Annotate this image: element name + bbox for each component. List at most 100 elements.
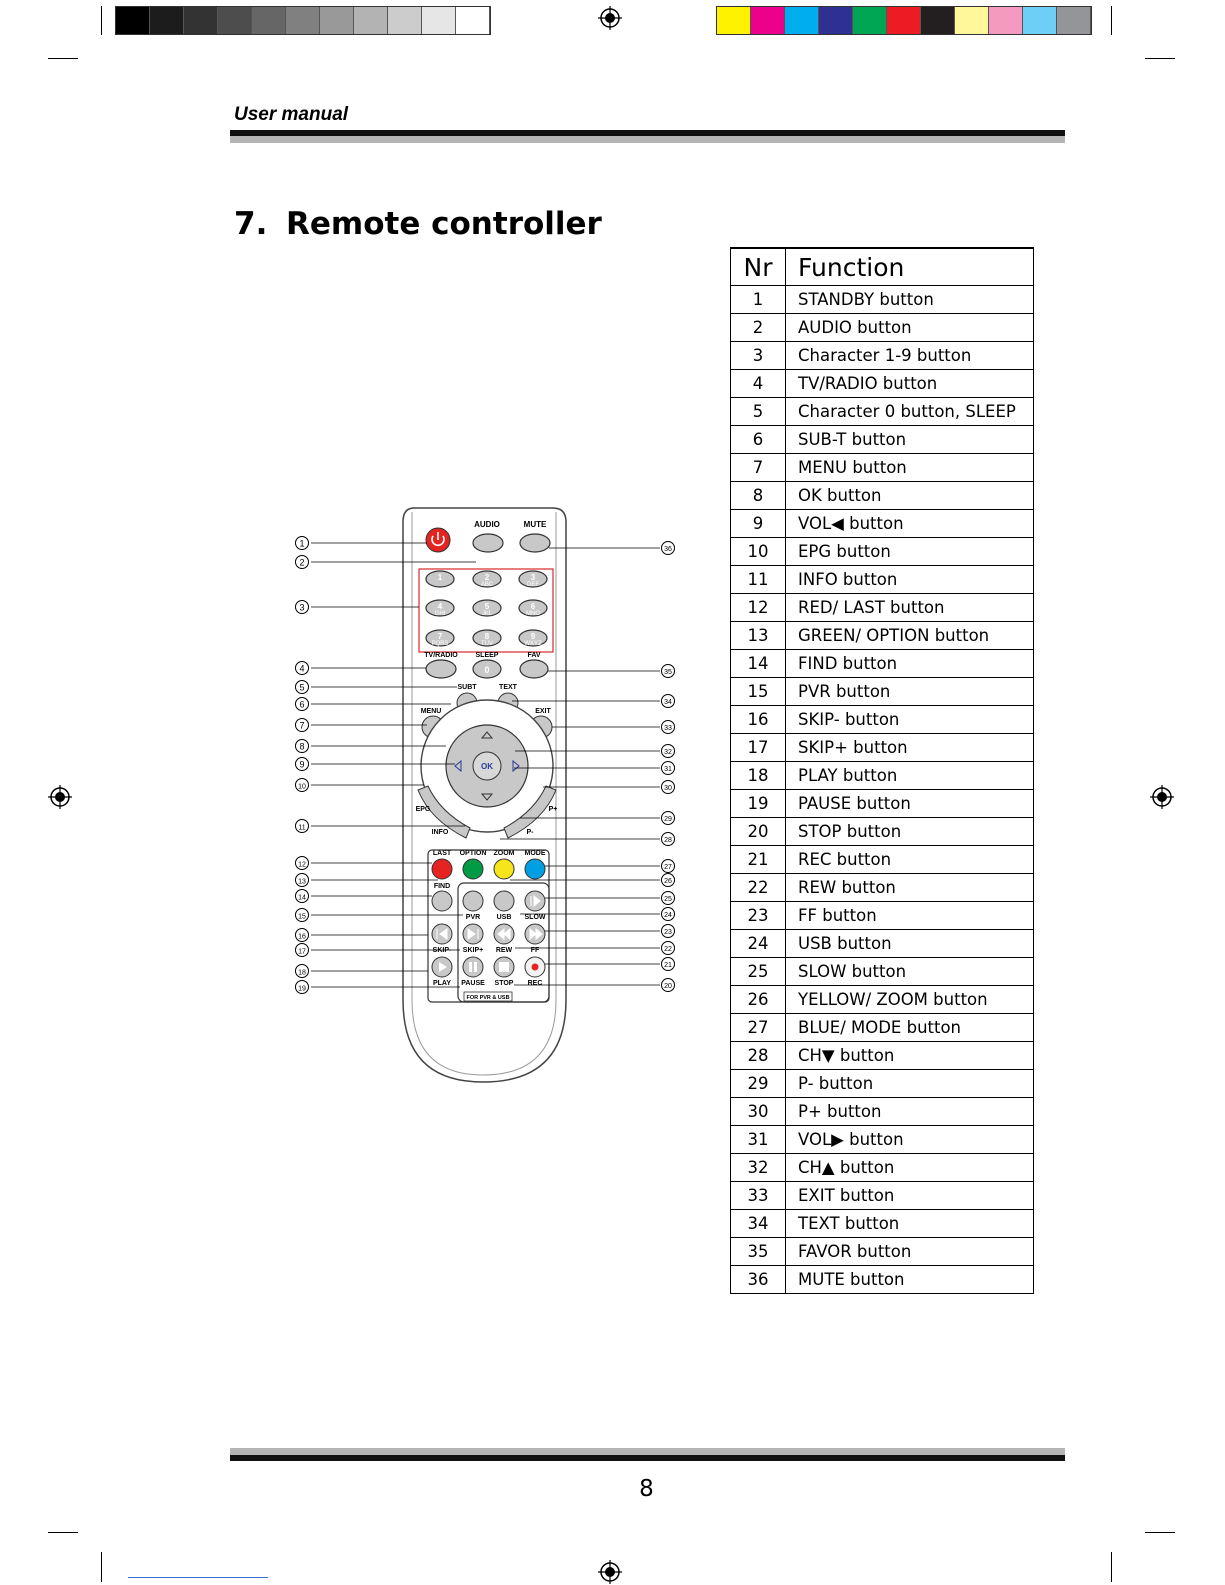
callout-number: 34 — [664, 699, 672, 706]
row-number: 22 — [730, 873, 786, 902]
row-number: 4 — [730, 369, 786, 398]
digit-button — [425, 629, 455, 647]
row-function: MUTE button — [785, 1265, 1034, 1294]
row-function: MENU button — [785, 453, 1034, 482]
fav-button — [519, 659, 549, 679]
row-function: YELLOW/ ZOOM button — [785, 985, 1034, 1014]
crop-mark — [1145, 58, 1175, 59]
row-function: VOL▶ button — [785, 1125, 1034, 1154]
rewind-icon — [497, 927, 511, 941]
callout-marker — [661, 873, 675, 887]
callout-marker — [295, 757, 309, 771]
p-plus-minus-rocker — [503, 785, 557, 839]
play-row-label: PLAY — [433, 980, 451, 987]
row-number: 15 — [730, 677, 786, 706]
row-function: TV/RADIO button — [785, 369, 1034, 398]
calibration-swatch — [456, 7, 490, 34]
callout-number: 16 — [298, 934, 306, 941]
digit-button — [518, 570, 548, 588]
digit-button — [518, 599, 548, 617]
remote-body-inner — [411, 512, 557, 1076]
callout-marker — [295, 661, 309, 675]
callout-marker — [661, 694, 675, 708]
calibration-swatch — [218, 7, 252, 34]
row-function: Character 1-9 button — [785, 341, 1034, 370]
crop-mark — [101, 6, 102, 35]
digit-label: 1 — [438, 573, 443, 582]
digit-sub-label: MNO — [526, 611, 540, 617]
footer-link-line — [128, 1577, 268, 1578]
callout-number: 26 — [664, 878, 672, 885]
callout-marker — [295, 943, 309, 957]
color-calibration-bar — [716, 6, 1092, 35]
usb-label: USB — [497, 914, 512, 921]
callout-marker — [661, 811, 675, 825]
ok-button — [472, 751, 502, 781]
find-label: FIND — [434, 883, 450, 890]
crop-mark — [1111, 6, 1112, 35]
crop-mark — [48, 58, 78, 59]
header-rule-shadow — [230, 136, 1065, 143]
callout-marker — [295, 928, 309, 942]
calibration-swatch — [955, 7, 989, 34]
callout-marker — [661, 957, 675, 971]
row-function: EPG button — [785, 537, 1034, 566]
play-row-label: PAUSE — [461, 980, 485, 987]
digit-sub-label: WXYZ — [524, 641, 542, 647]
calibration-swatch — [1057, 7, 1091, 34]
row-number: 13 — [730, 621, 786, 650]
registration-mark-icon — [48, 785, 72, 809]
callout-number: 13 — [298, 879, 306, 886]
callout-number: 19 — [298, 986, 306, 993]
pause-icon — [469, 962, 472, 972]
blue-mode-button — [524, 858, 546, 880]
zero-label: 0 — [484, 665, 489, 675]
slow-label: SLOW — [525, 914, 546, 921]
row-function: CH▲ button — [785, 1153, 1034, 1182]
find-button — [431, 890, 453, 912]
row-function: STANDBY button — [785, 285, 1034, 314]
callout-marker — [661, 924, 675, 938]
calibration-swatch — [921, 7, 955, 34]
option-label: OPTION — [460, 850, 487, 857]
row-number: 11 — [730, 565, 786, 594]
tv-radio-label: TV/RADIO — [424, 652, 458, 659]
callout-marker — [295, 778, 309, 792]
digit-button — [425, 570, 455, 588]
callout-marker — [661, 891, 675, 905]
callout-marker — [295, 536, 309, 550]
row-number: 16 — [730, 705, 786, 734]
row-number: 19 — [730, 789, 786, 818]
red-last-button — [431, 858, 453, 880]
skip-row-label: SKIP- — [433, 947, 452, 954]
row-number: 36 — [730, 1265, 786, 1294]
digit-sub-label: JKL — [482, 611, 493, 617]
callout-number: 4 — [299, 664, 304, 674]
row-number: 23 — [730, 901, 786, 930]
callout-number: 10 — [298, 784, 306, 791]
row-number: 8 — [730, 481, 786, 510]
row-number: 35 — [730, 1237, 786, 1266]
record-icon — [531, 963, 539, 971]
digit-button — [518, 629, 548, 647]
column-header-nr: Nr — [730, 247, 786, 286]
row-function: PVR button — [785, 677, 1034, 706]
calibration-swatch — [286, 7, 320, 34]
callout-number: 36 — [664, 546, 672, 553]
digit-label: 2 — [485, 573, 490, 582]
callout-number: 28 — [664, 837, 672, 844]
row-function: RED/ LAST button — [785, 593, 1034, 622]
row-number: 3 — [730, 341, 786, 370]
row-number: 32 — [730, 1153, 786, 1182]
